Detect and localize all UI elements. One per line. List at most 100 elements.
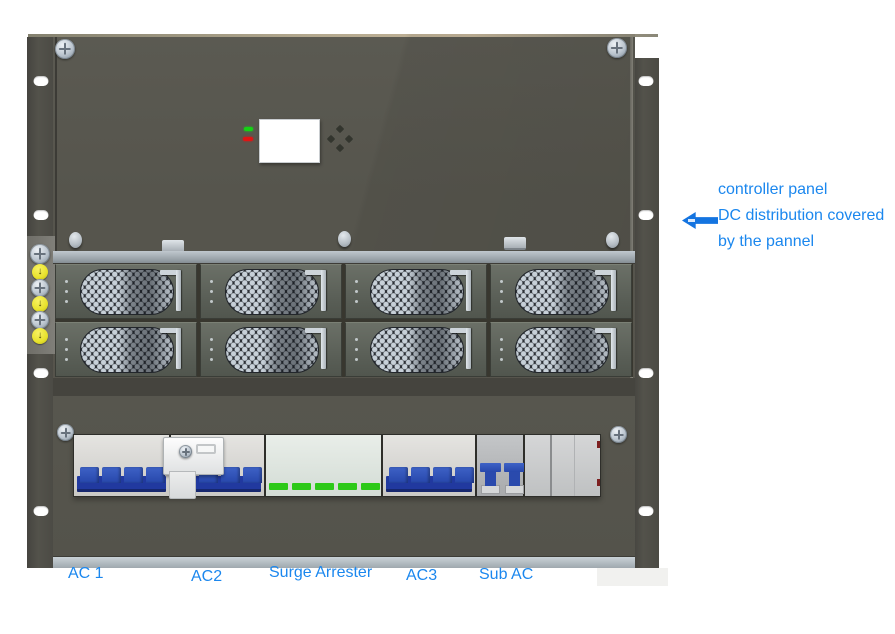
captive-pin-icon bbox=[606, 232, 619, 248]
breaker-toggle bbox=[243, 467, 262, 483]
module-led-icon bbox=[210, 300, 213, 303]
fan-vent-grille bbox=[515, 327, 609, 373]
clamp-slot bbox=[196, 444, 216, 454]
rectifier-module bbox=[55, 322, 197, 377]
module-handle bbox=[595, 328, 616, 333]
captive-pin-icon bbox=[338, 231, 351, 247]
breaker-base bbox=[505, 485, 524, 494]
module-led-icon bbox=[500, 300, 503, 303]
module-led-icon bbox=[355, 358, 358, 361]
module-led-icon bbox=[500, 348, 503, 351]
label-sub-ac: Sub AC bbox=[479, 566, 534, 583]
blank-filler-modules bbox=[524, 434, 601, 497]
module-handle bbox=[466, 328, 471, 369]
shelf-bar bbox=[53, 251, 635, 264]
module-led-icon bbox=[65, 338, 68, 341]
panel-latch-icon bbox=[504, 237, 526, 250]
surge-status-indicator bbox=[269, 483, 288, 490]
breaker-group-ac3 bbox=[382, 434, 476, 497]
chassis-bottom-edge bbox=[53, 556, 635, 568]
fan-vent-grille bbox=[80, 327, 174, 373]
module-handle bbox=[160, 328, 181, 333]
module-handle bbox=[466, 270, 471, 311]
module-handle bbox=[176, 270, 181, 311]
fan-vent-grille bbox=[225, 269, 319, 315]
breaker-toggle bbox=[504, 463, 525, 472]
module-led-icon bbox=[355, 348, 358, 351]
fan-vent-grille bbox=[370, 327, 464, 373]
fan-vent-grille bbox=[225, 327, 319, 373]
controller-panel bbox=[53, 34, 635, 252]
callout-arrow-icon bbox=[682, 212, 718, 229]
breaker-toggle bbox=[509, 471, 520, 486]
module-handle bbox=[450, 328, 471, 333]
module-handle bbox=[611, 270, 616, 311]
filler-seam bbox=[550, 435, 552, 496]
breaker-group-subac bbox=[476, 434, 525, 497]
module-led-icon bbox=[210, 358, 213, 361]
module-led-icon bbox=[355, 280, 358, 283]
module-led-icon bbox=[65, 358, 68, 361]
fan-vent-grille bbox=[80, 269, 174, 315]
breaker-toggle bbox=[411, 467, 430, 483]
panel-screw-icon bbox=[57, 424, 74, 441]
surge-status-indicator bbox=[338, 483, 357, 490]
fan-vent-grille bbox=[370, 269, 464, 315]
surge-status-indicator bbox=[292, 483, 311, 490]
breaker-toggle bbox=[146, 467, 165, 483]
rectifier-module bbox=[490, 322, 632, 377]
breaker-base bbox=[481, 485, 500, 494]
alarm-led-red bbox=[243, 137, 253, 141]
module-led-icon bbox=[355, 338, 358, 341]
ground-screw-plate bbox=[27, 236, 55, 354]
breaker-toggle bbox=[389, 467, 408, 483]
mounting-hole bbox=[638, 506, 654, 516]
edge-mark bbox=[597, 441, 600, 448]
breaker-body-band bbox=[77, 476, 166, 492]
breaker-toggle bbox=[221, 467, 240, 483]
rectifier-module bbox=[200, 264, 342, 319]
module-led-icon bbox=[500, 290, 503, 293]
mounting-hole bbox=[33, 368, 49, 378]
surge-status-indicator bbox=[361, 483, 380, 490]
module-led-icon bbox=[210, 290, 213, 293]
surge-status-indicator bbox=[315, 483, 334, 490]
module-led-icon bbox=[355, 290, 358, 293]
clamp-screw-icon bbox=[179, 445, 192, 458]
rectifier-module bbox=[200, 322, 342, 377]
mounting-hole bbox=[33, 506, 49, 516]
callout-line-3: by the pannel bbox=[718, 233, 815, 250]
module-led-icon bbox=[65, 300, 68, 303]
cable-clamp-tab bbox=[169, 471, 196, 499]
module-handle bbox=[305, 270, 326, 275]
breaker-toggle bbox=[433, 467, 452, 483]
module-handle bbox=[305, 328, 326, 333]
module-led-icon bbox=[500, 338, 503, 341]
run-led-green bbox=[244, 127, 253, 131]
cable-clamp-bracket bbox=[163, 437, 224, 475]
captive-pin-icon bbox=[69, 232, 82, 248]
label-surge-arrester: Surge Arrester bbox=[269, 564, 373, 581]
drop-shadow bbox=[597, 568, 668, 586]
module-led-icon bbox=[500, 358, 503, 361]
module-handle bbox=[160, 270, 181, 275]
filler-seam bbox=[574, 435, 575, 496]
controller-lcd-display bbox=[259, 119, 320, 163]
breaker-toggle bbox=[102, 467, 121, 483]
shelf-divider bbox=[53, 378, 635, 398]
module-led-icon bbox=[355, 300, 358, 303]
module-led-icon bbox=[210, 280, 213, 283]
panel-screw-icon bbox=[610, 426, 627, 443]
chassis-top-edge bbox=[28, 34, 658, 37]
mounting-hole bbox=[638, 210, 654, 220]
breaker-toggle bbox=[124, 467, 143, 483]
breaker-toggle bbox=[485, 471, 496, 486]
breaker-group-ac1 bbox=[73, 434, 170, 497]
rectifier-module bbox=[345, 322, 487, 377]
module-led-icon bbox=[65, 280, 68, 283]
panel-seam-left bbox=[55, 37, 57, 252]
surge-arrester-module bbox=[265, 434, 382, 497]
module-handle bbox=[595, 270, 616, 275]
module-handle bbox=[611, 328, 616, 369]
